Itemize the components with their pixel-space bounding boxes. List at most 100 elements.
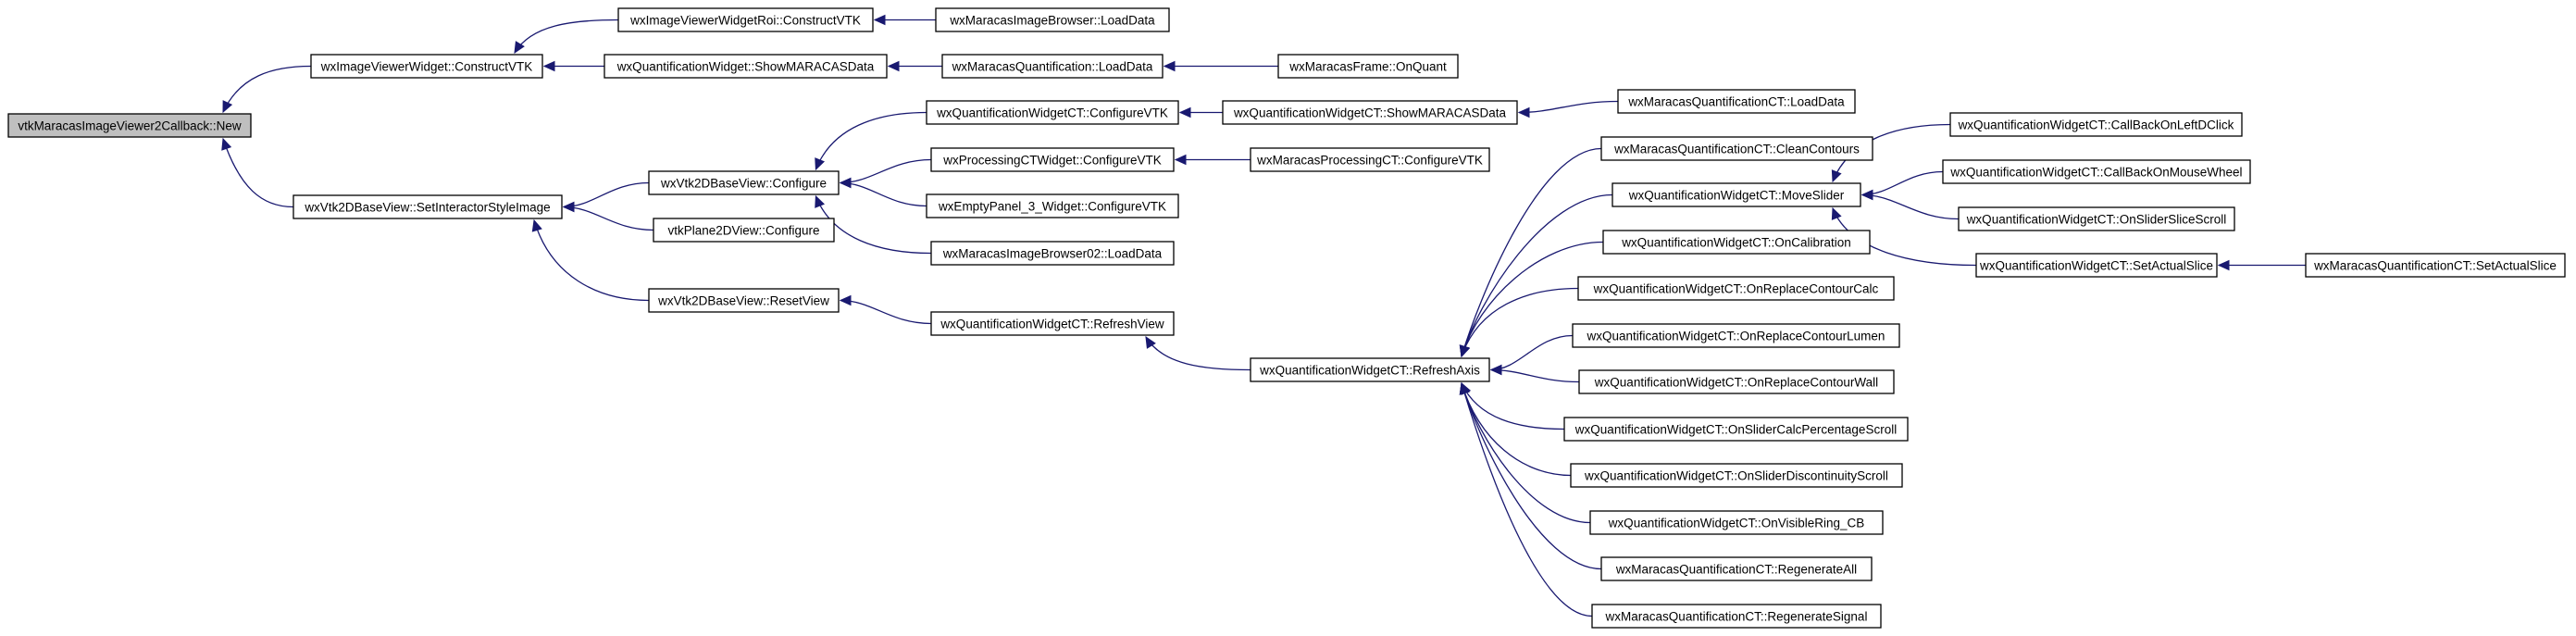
node-wxquantificationwidgetct-configurevtk[interactable]: wxQuantificationWidgetCT::ConfigureVTK — [926, 100, 1179, 125]
node-box — [930, 311, 1175, 336]
arrowhead-icon — [839, 177, 852, 189]
node-box — [653, 218, 835, 243]
node-box — [617, 7, 874, 32]
arrowhead-icon — [1178, 106, 1191, 118]
node-label: wxMaracasImageBrowser02::LoadData — [942, 247, 1163, 261]
edge-n15-to-n11 — [1178, 106, 1223, 118]
arrowhead-icon — [222, 100, 233, 114]
node-box — [1600, 556, 1873, 581]
node-wxvtk2dbaseview-setinteractorstyleimage[interactable]: wxVtk2DBaseView::SetInteractorStyleImage — [292, 194, 563, 219]
arrowhead-icon — [887, 60, 900, 72]
edge-n9-to-n2 — [562, 201, 654, 231]
edge-line — [1461, 147, 1602, 357]
node-wxmaracasframe-onquant[interactable]: wxMaracasFrame::OnQuant — [1277, 54, 1459, 79]
edge-n5-to-n3 — [873, 14, 936, 26]
edge-line — [1832, 123, 1951, 182]
edge-line — [222, 138, 294, 208]
node-vtkmaracasimageviewer2callback-new: vtkMaracasImageViewer2Callback::New — [7, 113, 252, 138]
node-wxmaracasquantification-loaddata[interactable]: wxMaracasQuantification::LoadData — [941, 54, 1164, 79]
node-wxquantificationwidgetct-onreplacecontourcalc[interactable]: wxQuantificationWidgetCT::OnReplaceConto… — [1577, 276, 1895, 301]
node-box — [7, 113, 252, 138]
node-box — [1602, 230, 1871, 255]
node-label: wxQuantificationWidgetCT::OnReplaceConto… — [1587, 330, 1885, 343]
node-wxquantificationwidgetct-setactualslice[interactable]: wxQuantificationWidgetCT::SetActualSlice — [1975, 253, 2218, 278]
node-wxquantificationwidgetct-showmaracasdata[interactable]: wxQuantificationWidgetCT::ShowMARACASDat… — [1222, 100, 1518, 125]
node-wxmaracasprocessingct-configurevtk[interactable]: wxMaracasProcessingCT::ConfigureVTK — [1250, 147, 1490, 172]
arrowhead-icon — [531, 218, 542, 232]
node-wxquantificationwidgetct-onreplacecontourwall[interactable]: wxQuantificationWidgetCT::OnReplaceConto… — [1578, 369, 1895, 394]
node-wxquantificationwidgetct-refreshview[interactable]: wxQuantificationWidgetCT::RefreshView — [930, 311, 1175, 336]
node-box — [935, 7, 1170, 32]
edge-n19-to-n18 — [1145, 335, 1251, 371]
edge-line — [1861, 193, 1960, 220]
node-wxmaracasquantificationct-setactualslice[interactable]: wxMaracasQuantificationCT::SetActualSlic… — [2305, 253, 2566, 278]
arrowhead-icon — [815, 194, 825, 208]
node-box — [1250, 357, 1490, 382]
node-wxquantificationwidgetct-moveslider[interactable]: wxQuantificationWidgetCT::MoveSlider — [1612, 182, 1861, 207]
edge-line — [1518, 100, 1619, 114]
edge-line — [1490, 368, 1580, 383]
node-label: wxMaracasFrame::OnQuant — [1288, 60, 1447, 74]
node-wxquantificationwidget-showmaracasdata[interactable]: wxQuantificationWidget::ShowMARACASData — [604, 54, 888, 79]
edge-n10-to-n2 — [531, 218, 650, 302]
node-box — [1612, 182, 1861, 207]
arrowhead-icon — [542, 60, 555, 72]
node-box — [1222, 100, 1518, 125]
node-wxmaracasimagebrowser-loaddata[interactable]: wxMaracasImageBrowser::LoadData — [935, 7, 1170, 32]
edge-n1-to-n0 — [222, 65, 312, 114]
edge-n16-to-n15 — [1517, 100, 1619, 118]
edge-line — [1461, 287, 1579, 357]
node-wxquantificationwidgetct-callbackonmousewheel[interactable]: wxQuantificationWidgetCT::CallBackOnMous… — [1942, 159, 2251, 184]
node-wxprocessingctwidget-configurevtk[interactable]: wxProcessingCTWidget::ConfigureVTK — [930, 147, 1175, 172]
edge-n2-to-n0 — [221, 137, 294, 208]
edge-line — [840, 181, 927, 207]
node-wxmaracasquantificationct-regeneratesignal[interactable]: wxMaracasQuantificationCT::RegenerateSig… — [1591, 604, 1882, 629]
node-label: wxMaracasQuantificationCT::RegenerateAll — [1615, 563, 1857, 577]
node-label: wxImageViewerWidgetRoi::ConstructVTK — [629, 14, 861, 28]
node-wxvtk2dbaseview-configure[interactable]: wxVtk2DBaseView::Configure — [648, 170, 840, 195]
node-wxquantificationwidgetct-onreplacecontourlumen[interactable]: wxQuantificationWidgetCT::OnReplaceConto… — [1572, 323, 1900, 348]
node-wxquantificationwidgetct-onvisiblering-cb[interactable]: wxQuantificationWidgetCT::OnVisibleRing_… — [1589, 510, 1884, 535]
node-label: wxQuantificationWidgetCT::OnReplaceConto… — [1593, 282, 1879, 296]
node-wximageviewerwidgetroi-constructvtk[interactable]: wxImageViewerWidgetRoi::ConstructVTK — [617, 7, 874, 32]
node-label: wxQuantificationWidgetCT::CallBackOnMous… — [1949, 166, 2242, 180]
node-box — [648, 288, 840, 313]
node-wxmaracasimagebrowser02-loaddata[interactable]: wxMaracasImageBrowser02::LoadData — [930, 241, 1175, 266]
node-wximageviewerwidget-constructvtk[interactable]: wxImageViewerWidget::ConstructVTK — [310, 54, 543, 79]
node-wxquantificationwidgetct-onslidercalcpercentagescroll[interactable]: wxQuantificationWidgetCT::OnSliderCalcPe… — [1563, 417, 1909, 442]
edge-line — [1461, 193, 1613, 357]
arrowhead-icon — [1860, 189, 1873, 201]
node-wxmaracasquantificationct-regenerateall[interactable]: wxMaracasQuantificationCT::RegenerateAll — [1600, 556, 1873, 581]
edge-line — [1461, 382, 1591, 524]
node-wxmaracasquantificationct-cleancontours[interactable]: wxMaracasQuantificationCT::CleanContours — [1600, 136, 1873, 161]
arrowhead-icon — [873, 14, 886, 26]
edge-n8-to-n2 — [562, 181, 650, 213]
node-wxquantificationwidgetct-refreshaxis[interactable]: wxQuantificationWidgetCT::RefreshAxis — [1250, 357, 1490, 382]
node-box — [1577, 276, 1895, 301]
node-wxquantificationwidgetct-callbackonleftdclick[interactable]: wxQuantificationWidgetCT::CallBackOnLeft… — [1949, 112, 2243, 137]
arrowhead-icon — [2217, 259, 2230, 271]
node-wxquantificationwidgetct-onsliderdiscontinuityscroll[interactable]: wxQuantificationWidgetCT::OnSliderDiscon… — [1570, 463, 1903, 488]
node-box — [1250, 147, 1490, 172]
arrowhead-icon — [1831, 169, 1842, 183]
node-wxemptypanel-3-widget-configurevtk[interactable]: wxEmptyPanel_3_Widget::ConfigureVTK — [926, 193, 1179, 218]
node-vtkplane2dview-configure[interactable]: vtkPlane2DView::Configure — [653, 218, 835, 243]
node-label: wxMaracasImageBrowser::LoadData — [949, 14, 1155, 28]
arrowhead-icon — [1163, 60, 1176, 72]
edge-n4-to-n1 — [542, 60, 605, 72]
node-box — [1975, 253, 2218, 278]
node-box — [930, 147, 1175, 172]
node-label: wxQuantificationWidgetCT::OnSliderDiscon… — [1584, 469, 1888, 483]
arrowhead-icon — [1517, 106, 1530, 118]
node-wxquantificationwidgetct-onsliderslicescroll[interactable]: wxQuantificationWidgetCT::OnSliderSliceS… — [1958, 206, 2235, 231]
edge-n33-to-n21 — [1860, 189, 1960, 220]
edge-line — [222, 65, 312, 113]
node-wxmaracasquantificationct-loaddata[interactable]: wxMaracasQuantificationCT::LoadData — [1617, 89, 1856, 114]
edge-n24-to-n19 — [1489, 334, 1574, 376]
edge-n28-to-n19 — [1459, 381, 1591, 524]
node-label: wxQuantificationWidgetCT::OnSliderCalcPe… — [1574, 423, 1897, 437]
node-wxvtk2dbaseview-resetview[interactable]: wxVtk2DBaseView::ResetView — [648, 288, 840, 313]
node-wxquantificationwidgetct-oncalibration[interactable]: wxQuantificationWidgetCT::OnCalibration — [1602, 230, 1871, 255]
node-label: wxEmptyPanel_3_Widget::ConfigureVTK — [938, 200, 1166, 214]
